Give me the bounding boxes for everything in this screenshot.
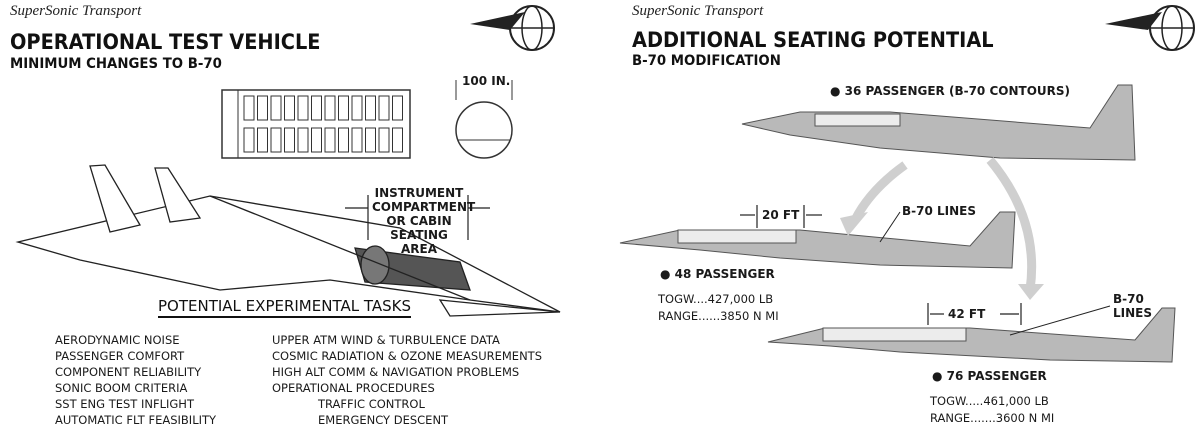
task-item: SONIC BOOM CRITERIA	[55, 381, 188, 395]
config-76-text: 76 PASSENGER	[946, 369, 1047, 383]
b70-lines-line: LINES	[1113, 306, 1152, 320]
seat	[297, 95, 309, 121]
seat	[311, 95, 322, 121]
seat	[338, 127, 349, 153]
seat	[324, 95, 336, 121]
seat	[243, 95, 255, 121]
seat	[365, 95, 376, 121]
arrow-head-1	[840, 212, 868, 236]
callout-line: SEATING AREA	[390, 228, 448, 256]
seat	[243, 127, 255, 153]
aircraft-36-passenger	[741, 84, 1136, 161]
config-76-label: ● 76 PASSENGER	[932, 369, 1047, 383]
config-48-range: RANGE......3850 N MI	[658, 309, 779, 323]
brand-label: SuperSonic Transport	[10, 3, 142, 19]
task-item: COMPONENT RELIABILITY	[55, 365, 202, 379]
seat	[257, 95, 268, 121]
brand-label-right: SuperSonic Transport	[632, 3, 764, 19]
task-item: UPPER ATM WIND & TURBULENCE DATA	[272, 333, 500, 347]
seat	[311, 127, 322, 153]
seat	[378, 127, 390, 153]
task-item: HIGH ALT COMM & NAVIGATION PROBLEMS	[272, 365, 520, 379]
task-item: OPERATIONAL PROCEDURES	[272, 381, 435, 395]
cabin-width-label: 100 IN.	[462, 74, 511, 88]
seat	[351, 95, 363, 121]
seat	[392, 95, 403, 121]
config-76-togw: TOGW.....461,000 LB	[930, 394, 1049, 408]
dimension-lines	[740, 205, 1022, 325]
callout-line: OR CABIN	[386, 214, 452, 228]
page-subtitle-right: B-70 MODIFICATION	[632, 53, 781, 69]
aircraft-48-passenger	[619, 211, 1016, 269]
task-item: COSMIC RADIATION & OZONE MEASUREMENTS	[272, 349, 542, 363]
config-48-togw: TOGW....427,000 LB	[658, 292, 774, 306]
seat	[284, 127, 295, 153]
task-item: AUTOMATIC FLT FEASIBILITY	[55, 413, 217, 427]
tasks-list-right: UPPER ATM WIND & TURBULENCE DATA COSMIC …	[272, 332, 542, 428]
seat	[324, 127, 336, 153]
task-item: SST ENG TEST INFLIGHT	[55, 397, 194, 411]
arrow-head-2	[1018, 284, 1044, 300]
page-subtitle: MINIMUM CHANGES TO B-70	[10, 56, 222, 72]
length-20ft: 20 FT	[762, 208, 800, 222]
task-item: PASSENGER COMFORT	[55, 349, 185, 363]
globe-logo-right	[1105, 5, 1195, 51]
aircraft-76-passenger	[767, 305, 1176, 363]
seat	[257, 127, 268, 153]
tasks-heading: POTENTIAL EXPERIMENTAL TASKS	[158, 297, 411, 318]
seat	[270, 127, 282, 153]
config-76-range: RANGE.......3600 N MI	[930, 411, 1055, 425]
page-title-right: ADDITIONAL SEATING POTENTIAL	[632, 28, 994, 52]
seat	[297, 127, 309, 153]
callout-bracket	[345, 195, 490, 240]
cabin-seat-plan	[221, 89, 411, 159]
seat	[378, 95, 390, 121]
cabin-cross-section	[455, 80, 513, 159]
task-item: EMERGENCY DESCENT	[318, 413, 449, 427]
b70-lines-line: B-70	[1113, 292, 1144, 306]
task-item: TRAFFIC CONTROL	[318, 397, 425, 411]
seat	[284, 95, 295, 121]
b70-lines-label-48: B-70 LINES	[902, 204, 976, 218]
callout-label: INSTRUMENT COMPARTMENT OR CABIN SEATING …	[372, 186, 476, 256]
tasks-list-left: AERODYNAMIC NOISE PASSENGER COMFORT COMP…	[55, 332, 216, 428]
seat	[365, 127, 376, 153]
task-item: AERODYNAMIC NOISE	[55, 333, 180, 347]
length-42ft: 42 FT	[948, 307, 986, 321]
seat	[351, 127, 363, 153]
b70-lines-label-76: B-70 LINES	[1113, 292, 1152, 320]
config-48-label: ● 48 PASSENGER	[660, 267, 775, 281]
globe-logo-left	[470, 5, 555, 51]
config-48-text: 48 PASSENGER	[674, 267, 775, 281]
callout-line: COMPARTMENT	[372, 200, 476, 214]
seat	[392, 127, 403, 153]
page-title: OPERATIONAL TEST VEHICLE	[10, 30, 321, 54]
callout-line: INSTRUMENT	[374, 186, 464, 200]
b70-aircraft-drawing	[15, 164, 561, 317]
config-36-text: 36 PASSENGER (B-70 CONTOURS)	[844, 84, 1071, 98]
config-36-label: ● 36 PASSENGER (B-70 CONTOURS)	[830, 84, 1071, 98]
seat	[338, 95, 349, 121]
seat	[270, 95, 282, 121]
